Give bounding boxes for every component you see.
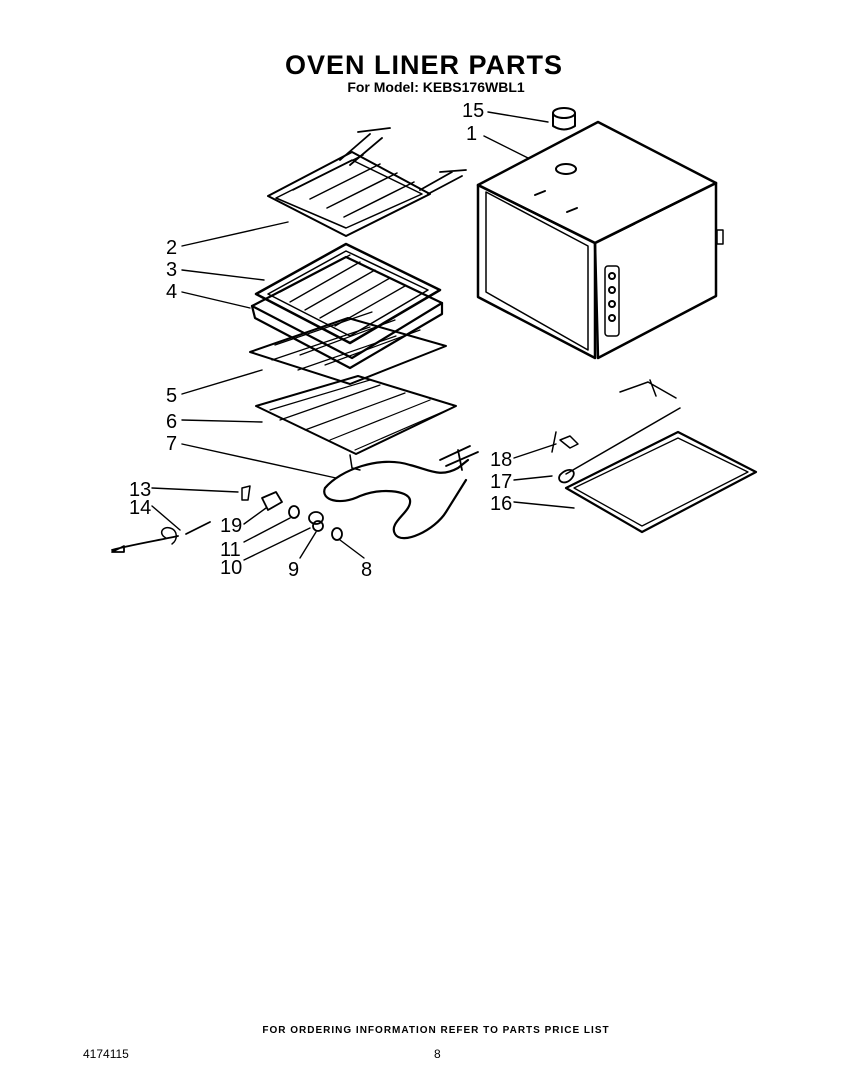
broil-element-part-2 — [267, 127, 467, 237]
callout-6: 6 — [166, 411, 177, 433]
callout-2: 2 — [166, 237, 177, 259]
callout-leader-lines — [151, 111, 575, 561]
hardware-small-parts — [111, 485, 343, 553]
document-number: 4174115 — [83, 1047, 129, 1061]
callout-16: 16 — [490, 493, 512, 515]
plug-part-15 — [552, 107, 576, 131]
oven-liner-box — [476, 120, 724, 360]
callout-10: 10 — [220, 557, 242, 579]
callout-8: 8 — [361, 559, 372, 581]
callout-15: 15 — [462, 100, 484, 122]
page-number: 8 — [434, 1047, 441, 1061]
callout-14: 14 — [129, 497, 151, 519]
callout-13: 13 — [129, 479, 151, 501]
oven-bottom-panel-part-16 — [564, 430, 758, 534]
ordering-note: FOR ORDERING INFORMATION REFER TO PARTS … — [262, 1025, 610, 1036]
bottom-clips-part-17-18 — [551, 379, 681, 484]
bake-element-part-7 — [323, 445, 479, 540]
callout-7: 7 — [166, 433, 177, 455]
oven-rack-part-6 — [255, 375, 457, 471]
callout-19: 19 — [220, 515, 242, 537]
callout-18: 18 — [490, 449, 512, 471]
callout-5: 5 — [166, 385, 177, 407]
callout-4: 4 — [166, 281, 177, 303]
model-subtitle: For Model: KEBS176WBL1 — [347, 79, 525, 95]
callout-3: 3 — [166, 259, 177, 281]
broiler-grid-part-3 — [254, 242, 442, 345]
page-title: OVEN LINER PARTS — [284, 50, 564, 80]
callout-labels: 15 1 2 3 4 5 6 7 13 14 19 11 10 9 8 18 1… — [129, 100, 512, 581]
callout-11: 11 — [220, 539, 241, 561]
callout-1: 1 — [466, 123, 477, 145]
broiler-pan-part-4 — [250, 255, 444, 370]
oven-rack-part-5 — [249, 311, 447, 385]
callout-17: 17 — [490, 471, 512, 493]
callout-9: 9 — [288, 559, 299, 581]
